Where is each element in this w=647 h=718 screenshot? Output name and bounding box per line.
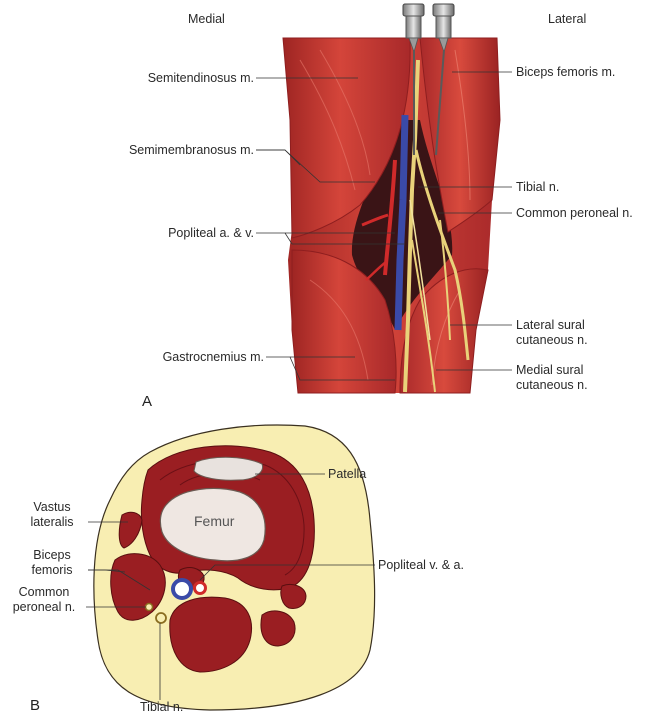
vastus-lateralis-muscle (118, 511, 143, 549)
popliteal-artery-section (193, 581, 207, 595)
label-vastus-line2: lateralis (30, 515, 74, 529)
label-lateral-sural-line2: cutaneous n. (516, 333, 588, 347)
biceps-femoris-muscle-section (110, 553, 166, 621)
common-peroneal-nerve-section (144, 602, 154, 612)
label-common-peroneal-nerve: Common peroneal n. (516, 206, 633, 220)
header-lateral: Lateral (548, 12, 587, 26)
cross-section-view (86, 424, 376, 711)
label-biceps-line1: Biceps (33, 548, 71, 562)
panel-b-letter: B (30, 697, 41, 714)
panel-a-letter: A (142, 393, 153, 410)
common-peroneal-nerve (414, 149, 470, 361)
popliteal-artery (383, 159, 397, 276)
label-semitendinosus: Semitendinosus m. (147, 71, 254, 85)
label-vastus-line1: Vastus (33, 500, 71, 514)
popliteal-vein (394, 114, 409, 331)
label-medial-sural-line1: Medial sural (516, 363, 584, 377)
panel-a-leader-lines (256, 71, 512, 381)
header-medial: Medial (188, 12, 225, 26)
tibial-nerve-section (155, 612, 167, 624)
label-lateral-sural-line1: Lateral sural (516, 318, 585, 332)
label-tibial-nerve: Tibial n. (516, 180, 560, 194)
label-semimembranosus: Semimembranosus m. (128, 143, 254, 157)
medial-sural-cutaneous-nerve (411, 239, 436, 393)
semitendinosus-muscle (282, 37, 411, 239)
patella-bone (193, 456, 264, 481)
label-common-peroneal-line2: peroneal n. (12, 600, 76, 614)
femur-bone (159, 487, 266, 562)
lateral-sural-cutaneous-nerve (439, 219, 451, 341)
posterior-knee-view (256, 3, 512, 394)
tibial-nerve (403, 59, 420, 393)
label-popliteal-vein-artery: Popliteal v. & a. (378, 558, 464, 572)
label-tibial-nerve-section: Tibial n. (140, 700, 184, 714)
label-gastrocnemius: Gastrocnemius m. (162, 350, 264, 364)
label-medial-sural-line2: cutaneous n. (516, 378, 588, 392)
semimembranosus-muscle-section (169, 596, 252, 673)
biceps-femoris-muscle (419, 37, 501, 233)
popliteal-vein-section (171, 578, 193, 600)
label-femur: Femur (194, 513, 235, 529)
label-patella: Patella (328, 467, 367, 481)
label-biceps-femoris: Biceps femoris m. (516, 65, 616, 79)
gracilis-muscle-section (280, 583, 307, 609)
label-popliteal-artery-vein: Popliteal a. & v. (168, 226, 254, 240)
label-biceps-line2: femoris (31, 563, 73, 577)
sartorius-muscle-section (260, 610, 296, 647)
block-needles (402, 3, 455, 156)
label-common-peroneal-line1: Common (18, 585, 70, 599)
panel-b-leader-lines (86, 473, 375, 700)
